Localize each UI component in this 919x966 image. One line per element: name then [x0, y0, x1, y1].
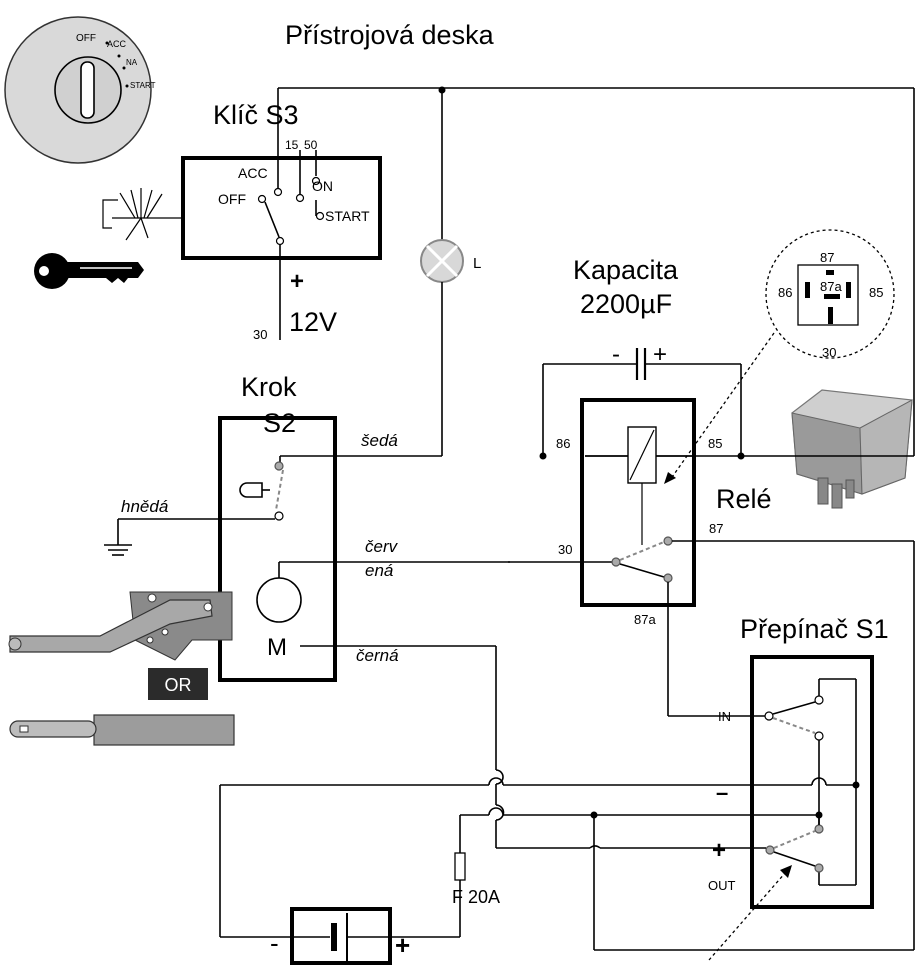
key-switch-internals: [257, 87, 914, 340]
capacitor-plus: +: [653, 341, 667, 368]
step-title: Krok: [241, 372, 297, 402]
plus-label: +: [290, 268, 304, 295]
step-internals: [104, 455, 510, 647]
diagram-title: Přístrojová deska: [285, 20, 495, 50]
wire-red-label-1: červ: [365, 537, 399, 556]
wire-grey-label: šedá: [361, 431, 398, 450]
relay-pin-30: 30: [558, 542, 572, 557]
capacitor-minus: -: [612, 341, 620, 368]
relay-pin-87: 87: [709, 521, 723, 536]
voltage-label: 12V: [289, 307, 337, 337]
or-badge: OR: [148, 668, 208, 700]
relay-photo: [791, 389, 913, 509]
lower-wiring: [219, 541, 915, 951]
actuator-icon: [9, 714, 235, 746]
relay-title: Relé: [716, 484, 772, 514]
battery-plus: +: [395, 930, 410, 960]
relay-internals: [508, 426, 914, 716]
relay-pin-85: 85: [708, 436, 722, 451]
relay-box: [580, 398, 696, 607]
battery-symbol: [290, 907, 392, 965]
relay-pin-87a: 87a: [634, 612, 656, 627]
dial-off-label: OFF: [76, 33, 96, 44]
key-icon: [34, 253, 144, 289]
pinout-87: 87: [820, 250, 834, 265]
switch-in-label: IN: [718, 709, 731, 724]
pinout-85: 85: [869, 285, 883, 300]
key-switch-box: [181, 156, 382, 260]
relay-pinout: [664, 229, 895, 484]
start-label: START: [325, 208, 370, 224]
capacitor-symbol: [542, 348, 742, 456]
or-badge-label: OR: [165, 675, 192, 695]
on-label: ON: [312, 178, 333, 194]
motor-label: M: [267, 634, 287, 661]
lamp-icon: [420, 86, 464, 456]
dial-start-label: START: [130, 81, 156, 90]
lamp-label: L: [473, 255, 481, 272]
battery-minus: -: [270, 928, 279, 958]
pinout-87a: 87a: [820, 279, 842, 294]
acc-label: ACC: [238, 165, 268, 181]
step-subtitle: S2: [263, 408, 296, 438]
switch-minus-label: –: [716, 780, 728, 805]
capacitor-value: 2200µF: [580, 289, 672, 319]
off-label: OFF: [218, 191, 246, 207]
key-switch-title: Klíč S3: [213, 100, 299, 130]
pin-15-label: 15: [285, 138, 299, 152]
switch-title: Přepínač S1: [740, 614, 889, 644]
antenna-icon: [102, 188, 183, 241]
switch-internals: [668, 678, 857, 961]
pinout-30: 30: [822, 345, 836, 360]
switch-box: [750, 655, 874, 909]
dial-acc-label: ACC: [107, 39, 127, 49]
switch-out-label: OUT: [708, 878, 736, 893]
pin-30-label: 30: [253, 327, 267, 342]
pin-50-label: 50: [304, 138, 318, 152]
pinout-86: 86: [778, 285, 792, 300]
capacitor-title: Kapacita: [573, 255, 679, 285]
wire-red-label-2: ená: [365, 561, 393, 580]
fuse-label: F 20A: [452, 887, 500, 907]
pedal-icon: [8, 591, 233, 661]
relay-pin-86: 86: [556, 436, 570, 451]
wire-brown-label: hnědá: [121, 497, 168, 516]
dial-na-label: NA: [126, 58, 138, 67]
step-box: [218, 416, 337, 682]
wire-black-label: černá: [356, 646, 399, 665]
switch-plus-label: +: [712, 837, 726, 864]
ignition-dial: OFF ACC NA START: [4, 16, 156, 164]
